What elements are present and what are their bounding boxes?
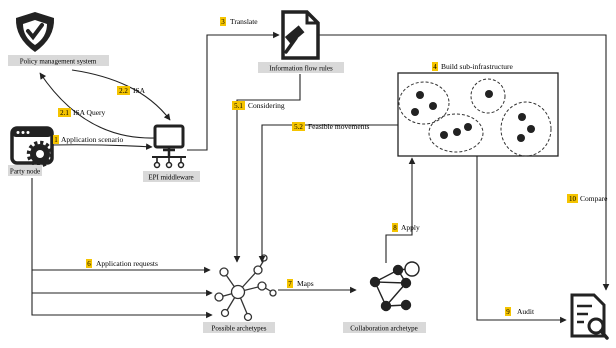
svg-text:EPI middleware: EPI middleware [148, 174, 193, 182]
shield-check-icon [15, 12, 55, 52]
network-hub-icon [214, 254, 277, 322]
svg-text:Information flow rules: Information flow rules [269, 65, 333, 73]
svg-text:Audit: Audit [517, 307, 535, 316]
svg-text:Application scenario: Application scenario [61, 135, 124, 144]
svg-text:3: 3 [221, 18, 225, 26]
party-node-label: Party node [8, 165, 42, 176]
step-7: 7 Maps [287, 279, 314, 288]
document-pen-icon [281, 10, 320, 60]
svg-text:5.1: 5.1 [234, 102, 243, 110]
svg-text:Application requests: Application requests [96, 259, 158, 268]
svg-text:5.2: 5.2 [294, 123, 303, 131]
browser-gear-icon [10, 126, 54, 168]
step-2-2: 2.2 ISA [117, 86, 146, 95]
svg-text:1: 1 [54, 136, 58, 144]
step-6: 6 Application requests [86, 259, 158, 268]
svg-text:Build sub-infrastructure: Build sub-infrastructure [441, 62, 514, 71]
possible-label: Possible archetypes [203, 322, 275, 333]
collab-label: Collaboration archetype [343, 322, 426, 333]
svg-text:8: 8 [393, 224, 397, 232]
svg-text:2.2: 2.2 [119, 87, 128, 95]
svg-text:ISA Query: ISA Query [73, 108, 106, 117]
svg-text:Party node: Party node [10, 168, 40, 176]
svg-text:ISA: ISA [133, 86, 146, 95]
svg-text:Maps: Maps [297, 279, 314, 288]
svg-text:9: 9 [506, 308, 510, 316]
svg-text:Collaboration archetype: Collaboration archetype [350, 325, 417, 333]
svg-text:Policy management system: Policy management system [20, 58, 97, 66]
step-1: 1 Application scenario [53, 135, 124, 144]
svg-text:Considering: Considering [248, 101, 285, 110]
step-5-2: 5.2 Feasible movements [292, 122, 370, 131]
svg-text:7: 7 [288, 280, 292, 288]
step-8: 8 Apply [392, 223, 420, 232]
monitor-network-icon [152, 124, 186, 169]
step-10: 10 Compare [567, 194, 608, 203]
svg-text:Feasible movements: Feasible movements [308, 122, 370, 131]
step-4: 4 Build sub-infrastructure [432, 62, 514, 71]
step-2-1: 2.1 ISA Query [58, 108, 106, 117]
flow-rules-label: Information flow rules [258, 62, 344, 73]
document-search-icon [570, 293, 609, 340]
sub-infrastructure-box [397, 72, 559, 157]
epi-label: EPI middleware [143, 171, 200, 182]
svg-text:Possible archetypes: Possible archetypes [211, 325, 266, 333]
svg-text:Translate: Translate [230, 17, 258, 26]
graph-icon [369, 261, 420, 312]
svg-text:4: 4 [433, 63, 437, 71]
step-5-1: 5.1 Considering [232, 101, 285, 110]
svg-text:2.1: 2.1 [60, 109, 69, 117]
svg-text:Apply: Apply [401, 223, 420, 232]
step-9: 9 Audit [505, 307, 535, 316]
step-3: 3 Translate [220, 17, 258, 26]
svg-text:Compare: Compare [580, 194, 608, 203]
svg-text:10: 10 [569, 195, 577, 203]
svg-text:6: 6 [87, 260, 91, 268]
connectors [31, 31, 610, 324]
policy-label: Policy management system [8, 55, 109, 66]
